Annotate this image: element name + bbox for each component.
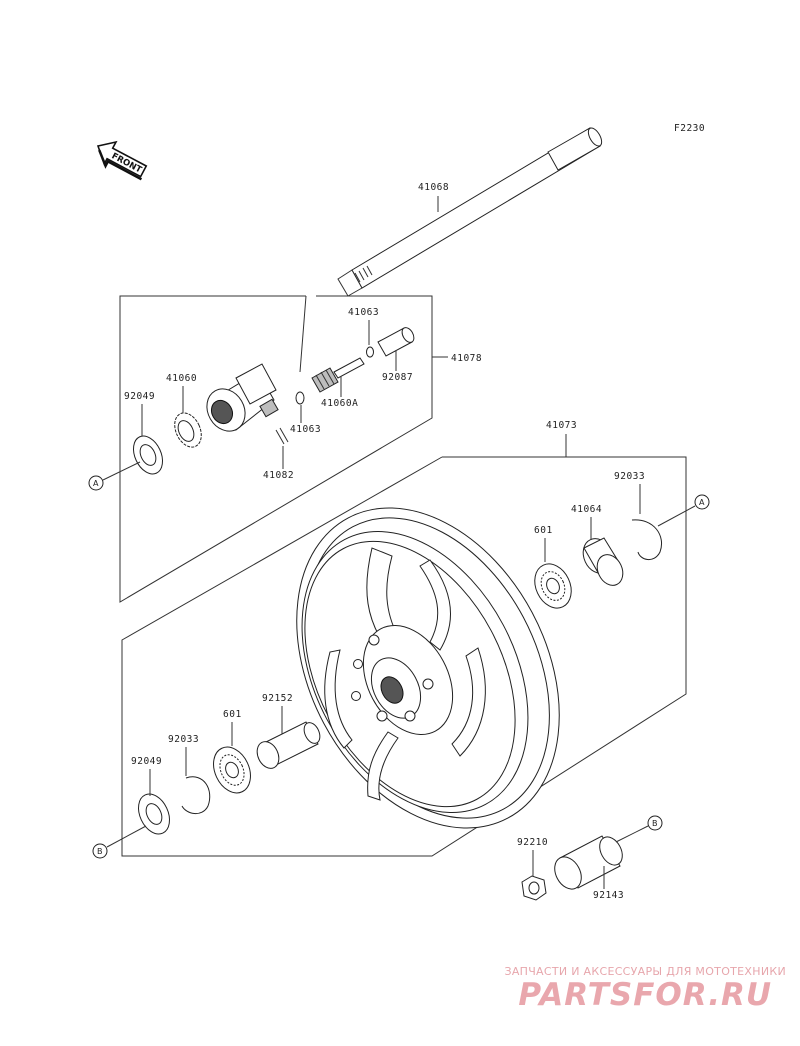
part-number-bearing-right: 601	[534, 525, 553, 536]
part-number-circlip-right: 92033	[614, 471, 645, 482]
spacer-tube	[256, 721, 321, 769]
part-number-nut: 92210	[517, 837, 548, 848]
part-number-collar-right: 41064	[571, 504, 602, 515]
oil-seal-bottom	[138, 793, 170, 835]
svg-text:B: B	[652, 819, 658, 828]
part-number-bushing: 92087	[382, 372, 413, 383]
gear-ring	[174, 412, 202, 448]
svg-text:A: A	[699, 498, 705, 507]
wheel-assy-box	[121, 456, 687, 857]
wheel-rim	[296, 507, 560, 829]
part-number-gear-housing: 41060	[166, 373, 197, 384]
part-number-pin: 41082	[263, 470, 294, 481]
meter-gear-assy-box	[119, 295, 433, 603]
bearing-left	[213, 746, 251, 794]
washer-lower	[295, 391, 305, 405]
svg-text:B: B	[97, 847, 103, 856]
callout-b-left	[92, 843, 108, 859]
circlip-right	[631, 519, 662, 560]
bearing-right	[534, 563, 572, 609]
watermark: ЗАПЧАСТИ И АКСЕССУАРЫ ДЛЯ МОТОТЕХНИКИ PA…	[504, 965, 786, 1012]
part-number-meter-gear-assy: 41078	[451, 353, 482, 364]
circlip-left	[181, 776, 211, 814]
svg-text:A: A	[93, 479, 99, 488]
part-number-collar-bottom: 92143	[593, 890, 624, 901]
part-number-washer-lower: 41063	[290, 424, 321, 435]
part-number-pinion: 41060A	[321, 398, 358, 409]
callout-a-right	[694, 494, 710, 510]
part-number-bearing-left: 601	[223, 709, 242, 720]
part-number-seal-top-left: 92049	[124, 391, 155, 402]
bushing	[377, 327, 415, 357]
figure-code: F2230	[674, 123, 705, 134]
watermark-brand: PARTSFOR.RU	[518, 977, 773, 1013]
watermark-tagline: ЗАПЧАСТИ И АКСЕССУАРЫ ДЛЯ МОТОТЕХНИКИ	[504, 965, 786, 978]
gear-housing	[206, 363, 279, 432]
part-number-wheel-assy: 41073	[546, 420, 577, 431]
collar-bottom	[554, 835, 623, 890]
washer-top	[366, 346, 374, 358]
part-number-spacer-tube: 92152	[262, 693, 293, 704]
oil-seal-top	[132, 435, 164, 475]
part-number-axle: 41068	[418, 182, 449, 193]
collar-right	[582, 537, 624, 586]
axle-nut	[521, 875, 547, 901]
callout-a-left	[88, 475, 104, 491]
part-number-seal-bottom-left: 92049	[131, 756, 162, 767]
pinion-gear	[311, 357, 365, 393]
front-arrow-icon: FRONT	[96, 140, 148, 181]
callout-b-right	[647, 815, 663, 831]
pin	[275, 427, 289, 445]
part-number-washer-top: 41063	[348, 307, 379, 318]
axle-shaft	[337, 127, 603, 297]
part-number-circlip-left: 92033	[168, 734, 199, 745]
